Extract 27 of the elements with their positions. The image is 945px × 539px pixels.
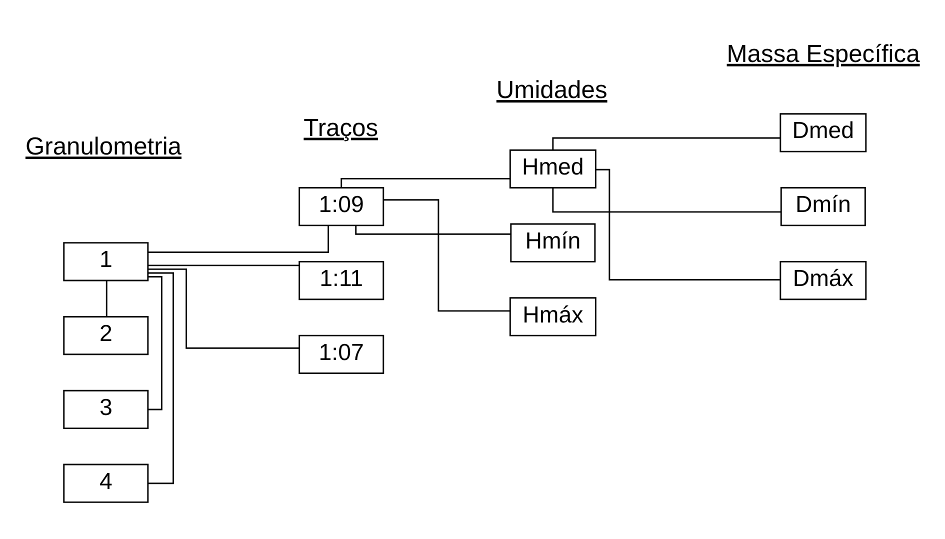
label: Traços xyxy=(304,114,378,142)
node-box: Hmáx xyxy=(509,296,596,336)
node-box: 1:07 xyxy=(298,334,384,374)
connector xyxy=(148,272,174,484)
connector xyxy=(148,268,299,348)
node-box: 4 xyxy=(63,463,149,502)
node-box: Hmín xyxy=(510,222,596,262)
connector xyxy=(106,280,108,316)
connector xyxy=(552,136,780,150)
label: Granulometria xyxy=(25,133,182,160)
node-box: 1 xyxy=(63,242,149,281)
connector xyxy=(148,264,300,266)
label: Umidades xyxy=(496,76,608,104)
node-box: Dmed xyxy=(780,112,867,152)
node-box: 2 xyxy=(63,316,149,355)
connector xyxy=(552,187,781,212)
node-box: Dmáx xyxy=(780,260,867,300)
connector xyxy=(340,177,510,188)
node-box: 1:09 xyxy=(298,186,384,226)
connector xyxy=(355,226,511,234)
node-box: Dmín xyxy=(780,186,866,226)
connector xyxy=(148,225,330,252)
node-box: 3 xyxy=(63,389,149,429)
node-box: 1:11 xyxy=(298,260,384,300)
node-box: Hmed xyxy=(509,148,596,188)
connector xyxy=(384,198,510,312)
label: Massa Específica xyxy=(726,40,920,68)
